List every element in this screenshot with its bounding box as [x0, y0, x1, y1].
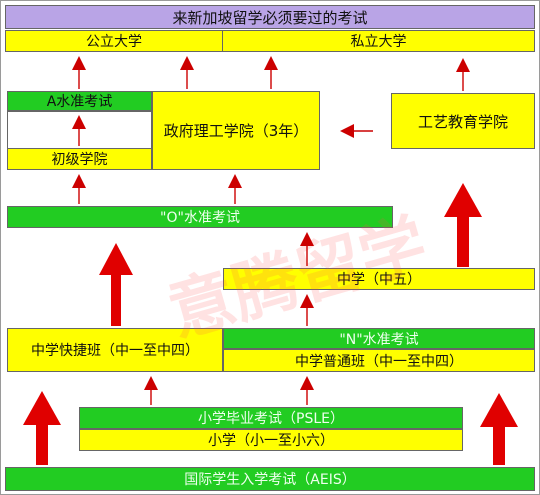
- aeis-exam-box: 国际学生入学考试（AEIS）: [5, 467, 535, 491]
- private-university-box: 私立大学: [222, 30, 535, 52]
- public-university-box: 公立大学: [5, 30, 223, 52]
- n-level-exam-box: "N"水准考试: [223, 328, 535, 349]
- junior-college-box: 初级学院: [7, 148, 152, 170]
- diagram-title: 来新加坡留学必须要过的考试: [5, 5, 535, 29]
- big-arrow-aeis-right: [480, 393, 518, 465]
- big-arrow-aeis-left: [23, 391, 61, 465]
- a-level-exam-box: A水准考试: [7, 91, 152, 111]
- a-level-gap: [7, 111, 152, 149]
- express-stream-box: 中学快捷班（中一至中四）: [7, 328, 223, 372]
- secondary-five-box: 中学（中五）: [223, 268, 535, 290]
- big-arrow-express-to-olevel: [99, 243, 133, 326]
- psle-exam-box: 小学毕业考试（PSLE）: [79, 407, 463, 429]
- ite-box: 工艺教育学院: [391, 93, 535, 149]
- polytechnic-box: 政府理工学院（3年）: [152, 91, 320, 170]
- o-level-exam-box: "O"水准考试: [7, 206, 393, 228]
- big-arrow-ite-entry: [444, 183, 482, 267]
- normal-stream-box: 中学普通班（中一至中四）: [223, 349, 535, 372]
- primary-school-box: 小学（小一至小六）: [79, 429, 463, 451]
